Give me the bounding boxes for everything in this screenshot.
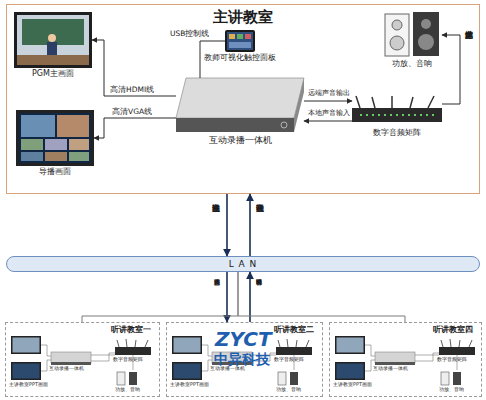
touch-button [245,34,251,39]
video-tile [57,115,89,137]
touch-button [229,42,251,48]
mini-label: 功放、音响 [276,387,301,392]
connector-label: 高清HDMI线 [110,86,154,94]
room-title: 听讲教室一 [111,326,151,334]
desk [17,55,89,65]
speaker-cone [418,34,434,50]
connector [82,272,238,322]
video-tile [69,152,89,161]
connector [92,40,176,96]
mini-label: 数字音频矩阵 [437,357,467,362]
connector [304,101,352,102]
panel-title: 主讲教室 [7,8,479,27]
device-label: 功放、音响 [392,60,432,68]
monitor-frame [16,110,94,166]
touch-panel [225,30,255,52]
network-label: L A N [7,257,479,271]
room-title: 听讲教室四 [433,326,473,334]
indicator-leds [360,114,434,116]
classroom-equipment [11,336,151,385]
speaker [385,14,409,56]
mini-label: 主讲教室PPT画面 [9,382,48,387]
device-label: 数字音频矩阵 [373,129,421,137]
connector [238,272,405,322]
video-tile [21,152,43,161]
video-tile [21,115,55,137]
recorder-front [176,118,294,132]
connector [249,194,251,256]
connector-label: 高清VGA线 [112,108,152,116]
recorder-logo [281,122,287,128]
audio-matrix [352,108,442,122]
touch-button [237,34,243,39]
connector [200,41,225,78]
mini-label: 互动录播一体机 [49,366,84,371]
mini-label: 数字音频矩阵 [274,357,304,362]
touch-screen [227,32,253,50]
audio-matrix: 数字音频矩阵 [352,95,442,127]
device-label: 互动录播一体机 [209,136,272,145]
lan-band: L A N [6,256,480,272]
monitor: 导播画面 [16,110,94,166]
device-label: 导播画面 [39,168,71,176]
connector [226,194,228,256]
speaker-cone [390,36,404,50]
connector-label: 本地声音输入 [308,110,350,117]
connector [94,118,176,138]
monitor-image [19,113,91,163]
recorder-top [176,78,304,118]
video-tile [21,139,43,150]
connector-label: USB控制线 [170,30,209,38]
connector [442,35,460,104]
classroom-panel: 主讲教室PGM主画面导播画面教师可视化触控面板互动录播一体机功放、音响数字音频矩… [6,4,480,194]
mini-label: 功放、音响 [439,387,464,392]
mini-label: 互动录播一体机 [373,366,408,371]
antenna [356,96,434,108]
connector-label: 远端声音输出 [308,90,350,97]
video-tile [45,152,67,161]
monitor: PGM主画面 [14,12,92,68]
teacher-head [48,34,56,42]
touch-panel: 教师可视化触控面板 [225,30,255,52]
teacher-body [47,42,57,56]
speaker-set: 功放、音响 [382,12,442,58]
mini-label: 主讲教室PPT画面 [333,382,372,387]
recorder-unit: 互动录播一体机 [176,78,304,134]
mini-label: 互动录播一体机 [210,366,245,371]
connector [249,272,251,322]
mini-label: 功放、音响 [115,387,140,392]
mini-label: 数字音频矩阵 [113,357,143,362]
room-title: 听讲教室二 [274,326,314,334]
video-tile [45,139,67,150]
classroom-equipment [335,336,475,385]
watermark: 中异科技 [214,352,270,366]
blackboard [22,19,84,45]
mini-label: 主讲教室PPT画面 [170,382,209,387]
monitor-image [17,15,89,65]
speaker-cone [421,19,431,29]
touch-button [229,34,235,39]
speaker [413,12,439,56]
device-label: PGM主画面 [32,70,74,78]
device-label: 教师可视化触控面板 [204,54,276,62]
monitor-frame [14,12,92,68]
video-tile [69,139,89,150]
speaker-cone [392,20,402,30]
watermark: ZYCT [215,329,272,349]
connector [226,272,228,322]
connector [304,121,352,122]
recorder-side [294,78,304,132]
